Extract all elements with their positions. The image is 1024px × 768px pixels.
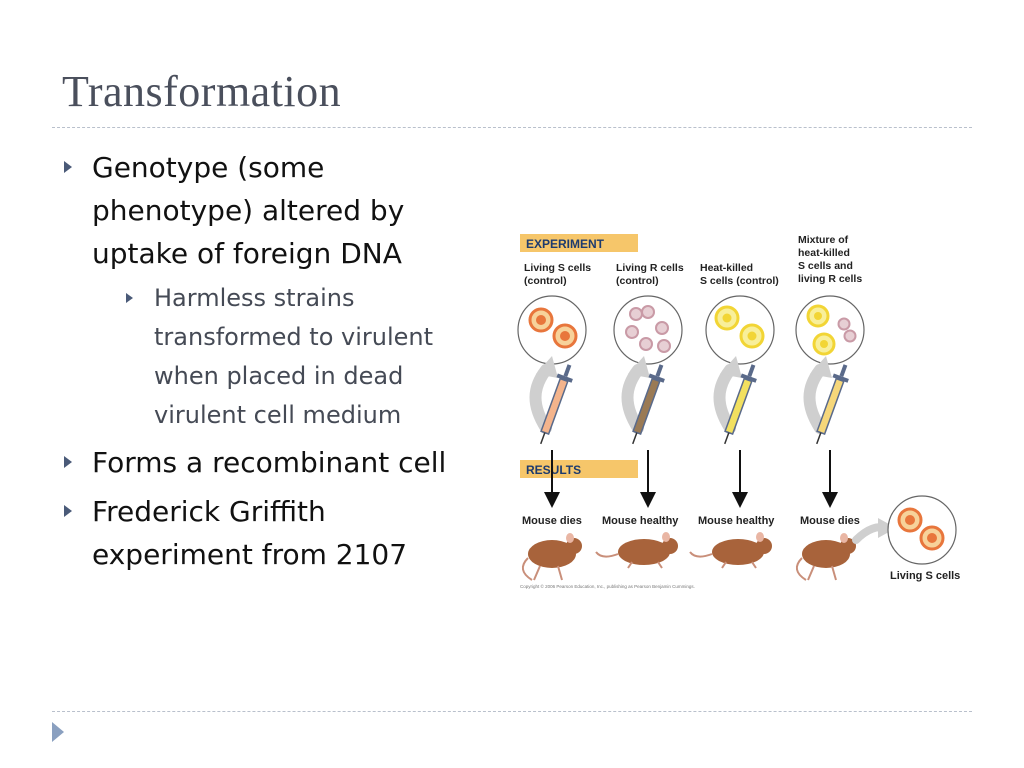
dish-heat-killed-s-cells: [705, 295, 775, 365]
dish-living-r-cells: [613, 295, 683, 365]
footer-divider: [52, 711, 972, 712]
griffith-experiment-figure: EXPERIMENT Living S cells (control) Livi…: [512, 228, 982, 592]
slide-title: Transformation: [62, 67, 342, 116]
bullet-item: Forms a recombinant cell: [62, 441, 482, 484]
dish-recovered-s-cells: [887, 495, 957, 565]
result-label: Mouse healthy: [602, 515, 679, 527]
sub-bullet-text: Harmless strains transformed to virulent…: [154, 284, 434, 429]
syringe-icon: [540, 364, 573, 445]
bullet-arrow-icon: [64, 505, 72, 517]
title-divider: [52, 127, 972, 128]
grey-flow-arrows: [529, 364, 826, 434]
experiment-label: EXPERIMENT: [526, 237, 605, 251]
grey-arrowheads: [536, 356, 832, 378]
results-label: RESULTS: [526, 463, 581, 477]
recovery-arrowhead: [878, 518, 896, 538]
bullet-arrow-icon: [64, 456, 72, 468]
result-label: Mouse dies: [522, 515, 582, 527]
result-down-arrows: [544, 450, 838, 508]
syringe-icon: [724, 364, 757, 445]
results-label-bar: [520, 460, 638, 478]
column-label-line: heat-killed: [798, 247, 850, 259]
bullet-arrow-icon: [64, 161, 72, 173]
dead-mouse-icon: [521, 533, 582, 581]
bullet-text: Frederick Griffith experiment from 2107: [92, 495, 408, 571]
dish-living-s-cells: [517, 295, 587, 365]
syringe-icon: [816, 364, 849, 445]
column-label-line: S cells (control): [700, 275, 779, 287]
dish-mixture-cells: [795, 295, 865, 365]
column-label-line: (control): [616, 275, 659, 287]
next-slide-arrow-icon[interactable]: [52, 722, 64, 742]
result-label: Mouse healthy: [698, 515, 775, 527]
figure-copyright: Copyright © 2006 Pearson Education, Inc.…: [520, 583, 695, 589]
experiment-label-bar: [520, 234, 638, 252]
column-label-line: (control): [524, 275, 567, 287]
bullet-item: Frederick Griffith experiment from 2107: [62, 490, 482, 576]
dead-mouse-icon: [795, 533, 856, 581]
column-label-line: S cells and: [798, 260, 853, 272]
healthy-mouse-icon: [689, 532, 772, 569]
sub-bullet-item: Harmless strains transformed to virulent…: [122, 279, 482, 435]
syringe-icon: [632, 364, 665, 445]
bullet-text: Forms a recombinant cell: [92, 446, 447, 479]
bullet-item: Genotype (some phenotype) altered by upt…: [62, 146, 482, 435]
column-label-line: Heat-killed: [700, 262, 753, 274]
sub-bullet-list: Harmless strains transformed to virulent…: [92, 279, 482, 435]
column-label-line: Living S cells: [524, 262, 591, 274]
column-label-line: living R cells: [798, 273, 862, 285]
griffith-diagram: EXPERIMENT Living S cells (control) Livi…: [517, 234, 960, 589]
outcome-label: Living S cells: [890, 570, 960, 582]
column-label-line: Mixture of: [798, 234, 849, 246]
sub-bullet-arrow-icon: [126, 293, 133, 303]
healthy-mouse-icon: [595, 532, 678, 569]
bullet-text: Genotype (some phenotype) altered by upt…: [92, 151, 405, 270]
column-label-line: Living R cells: [616, 262, 684, 274]
result-label: Mouse dies: [800, 515, 860, 527]
bullet-list: Genotype (some phenotype) altered by upt…: [62, 146, 482, 582]
